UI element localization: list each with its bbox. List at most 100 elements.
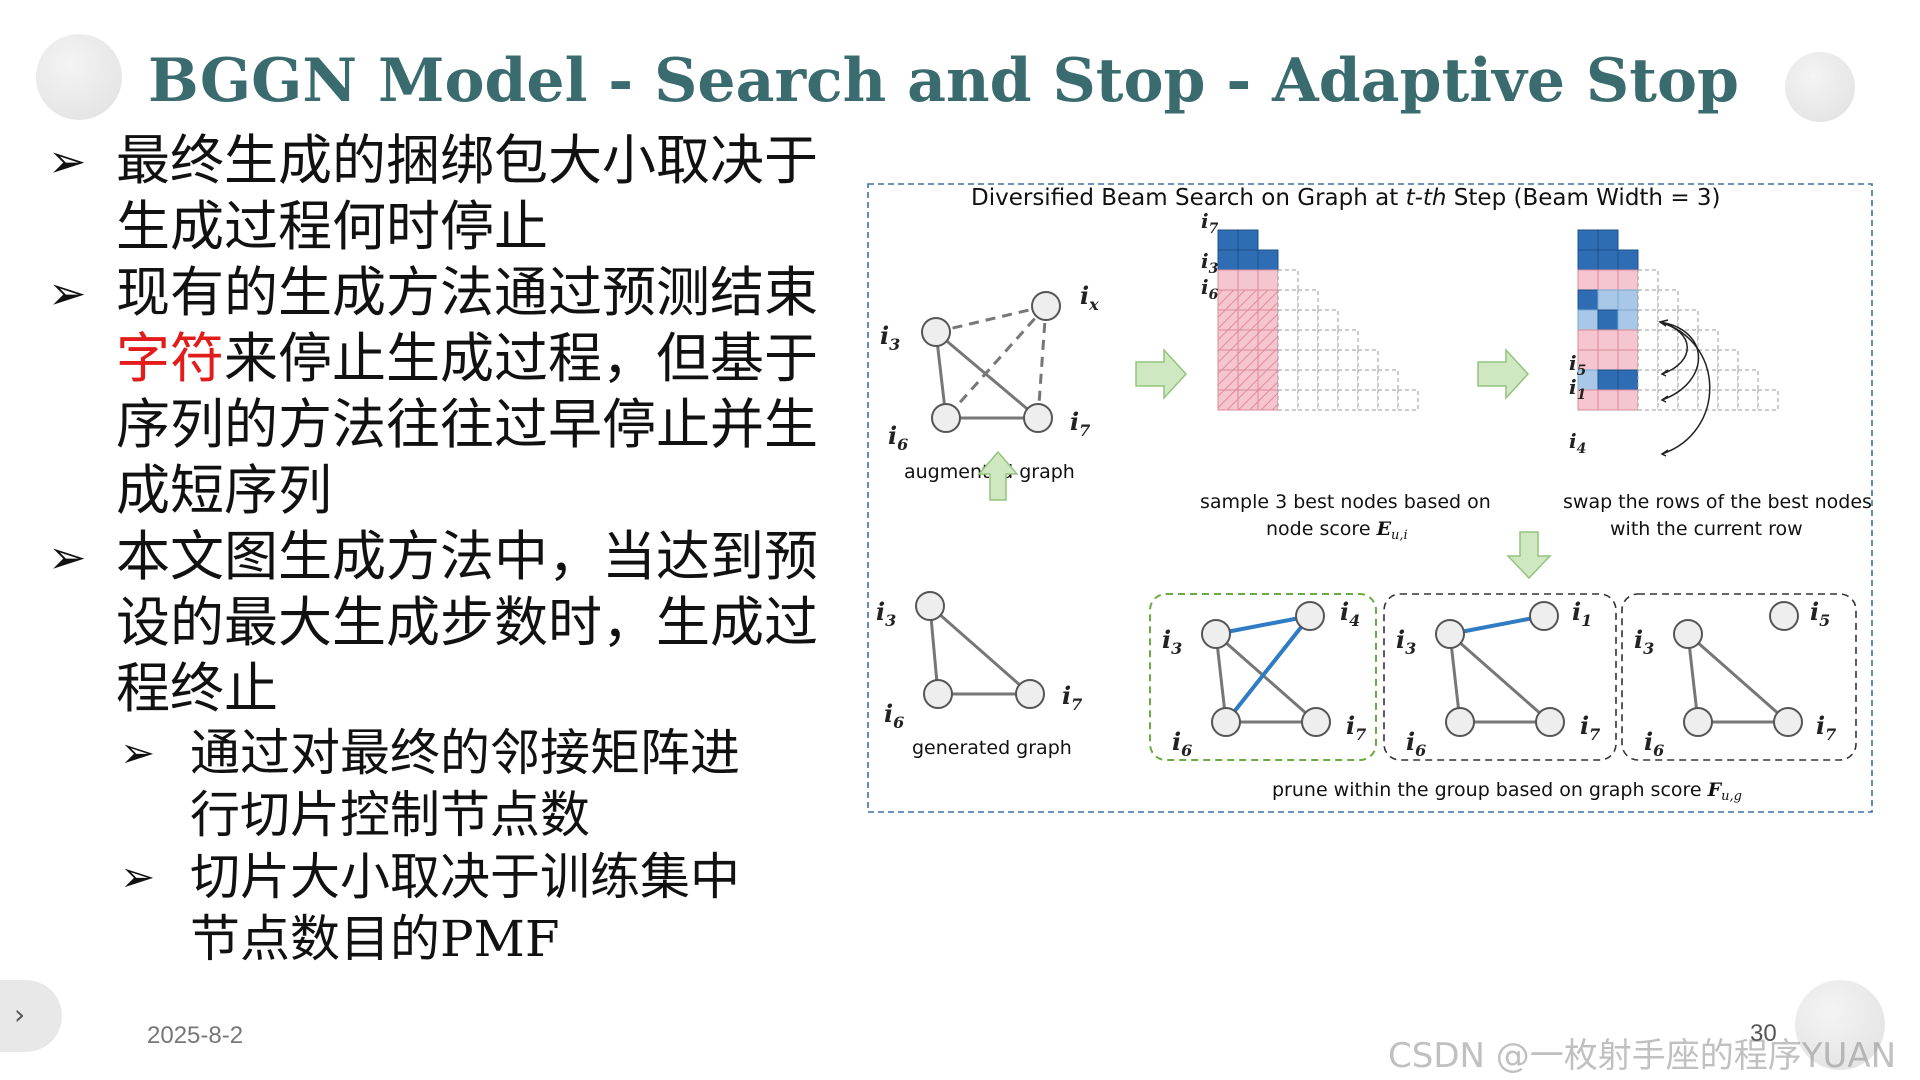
- matrix-cell: [1737, 369, 1759, 391]
- node-label: i3: [1634, 625, 1654, 658]
- matrix-cell: [1297, 369, 1319, 391]
- next-slide-button[interactable]: ›: [0, 980, 62, 1052]
- matrix-cell: [1637, 309, 1659, 331]
- node-label: ix: [1080, 281, 1099, 314]
- sub-bullet-text: 通过对最终的邻接矩阵进: [190, 724, 740, 782]
- bullet-arrow-icon: ➢: [48, 266, 87, 320]
- bullet-arrow-icon: ➢: [120, 852, 156, 901]
- node-label: i6: [888, 421, 908, 454]
- matrix-cell: [1717, 369, 1739, 391]
- decorative-circle: [1795, 980, 1885, 1070]
- matrix-cell: [1597, 309, 1619, 331]
- swap-arrows: [1658, 319, 1711, 457]
- footer-date: 2025-8-2: [147, 1022, 244, 1049]
- figure-frame: [867, 183, 1873, 813]
- matrix-cell: [1337, 329, 1359, 351]
- matrix-cell: [1577, 289, 1599, 311]
- matrix-cell: [1617, 329, 1639, 351]
- matrix-cell: [1677, 309, 1699, 331]
- matrix-cell: [1277, 309, 1299, 331]
- node-label: i3: [876, 597, 896, 630]
- node-label: i6: [884, 699, 904, 732]
- matrix-cell: [1657, 329, 1679, 351]
- figure-header: Diversified Beam Search on Graph at t-th…: [971, 185, 1721, 211]
- matrix-cell: [1337, 389, 1359, 411]
- matrix-cell: [1257, 309, 1279, 331]
- matrix-cell: [1217, 269, 1239, 291]
- bullet-text: 本文图生成方法中，当达到预: [116, 525, 818, 588]
- row-label: i6: [1201, 275, 1219, 303]
- matrix-cell: [1617, 289, 1639, 311]
- adjacency-matrix-sampled: [1217, 229, 1419, 411]
- matrix-cell: [1317, 329, 1339, 351]
- matrix-cell: [1257, 349, 1279, 371]
- matrix-cell: [1277, 269, 1299, 291]
- row-label: i3: [1201, 249, 1219, 277]
- matrix-cell: [1577, 249, 1599, 271]
- matrix-cell: [1617, 349, 1639, 371]
- matrix-cell: [1597, 389, 1619, 411]
- matrix-cell: [1737, 389, 1759, 411]
- matrix-cell: [1597, 369, 1619, 391]
- node-label: i7: [1070, 407, 1090, 440]
- matrix-cell: [1597, 269, 1619, 291]
- matrix-cell: [1237, 269, 1259, 291]
- bullet-item: ➢ 现有的生成方法通过预测结束 字符来停止生成过程，但基于 序列的方法往往过早停…: [40, 260, 860, 524]
- matrix-cell: [1297, 289, 1319, 311]
- matrix-cell: [1717, 389, 1739, 411]
- node-label: i3: [880, 321, 900, 354]
- generated-graph-label: generated graph: [912, 737, 1072, 759]
- matrix-cell: [1397, 389, 1419, 411]
- beam-search-figure: Diversified Beam Search on Graph at t-th…: [867, 183, 1873, 813]
- matrix-cell: [1257, 329, 1279, 351]
- row-label: i7: [1201, 209, 1219, 237]
- matrix-cell: [1277, 349, 1299, 371]
- bullet-text: 现有的生成方法通过预测结束: [116, 261, 818, 324]
- matrix-cell: [1637, 369, 1659, 391]
- matrix-cell: [1597, 229, 1619, 251]
- bullet-arrow-icon: ➢: [48, 530, 87, 584]
- matrix-cell: [1257, 369, 1279, 391]
- node-label: i3: [1162, 625, 1182, 658]
- matrix-cell: [1237, 289, 1259, 311]
- highlight-text: 字符: [116, 327, 224, 390]
- up-arrow-icon: [977, 450, 1019, 501]
- bullet-text: 字符来停止生成过程，但基于: [116, 326, 860, 392]
- matrix-cell: [1637, 329, 1659, 351]
- node-label: i7: [1062, 681, 1082, 714]
- matrix-cell: [1337, 349, 1359, 371]
- matrix-cell: [1597, 289, 1619, 311]
- node-label: i7: [1580, 711, 1600, 744]
- matrix-cell: [1637, 289, 1659, 311]
- matrix-cell: [1697, 329, 1719, 351]
- down-arrow-icon: [1506, 531, 1552, 580]
- sub-bullet-text: 行切片控制节点数: [190, 786, 590, 844]
- bullet-arrow-icon: ➢: [120, 728, 156, 777]
- candidate-graph-2: i3 i1 i6 i7: [1396, 597, 1600, 760]
- matrix-cell: [1237, 329, 1259, 351]
- matrix-cell: [1217, 349, 1239, 371]
- matrix-cell: [1617, 249, 1639, 271]
- sub-bullet-text: 节点数目的PMF: [190, 908, 860, 970]
- matrix-cell: [1217, 309, 1239, 331]
- matrix-cell: [1297, 349, 1319, 371]
- matrix-cell: [1577, 329, 1599, 351]
- node-label: i6: [1644, 727, 1664, 760]
- bullet-arrow-icon: ➢: [48, 134, 87, 188]
- matrix-cell: [1577, 309, 1599, 331]
- matrix-cell: [1637, 349, 1659, 371]
- node-label: i6: [1406, 727, 1426, 760]
- decorative-circle: [1785, 52, 1855, 122]
- matrix-cell: [1217, 289, 1239, 311]
- matrix-cell: [1597, 249, 1619, 271]
- bullet-item: ➢ 本文图生成方法中，当达到预 设的最大生成步数时，生成过 程终止: [40, 524, 860, 722]
- matrix-cell: [1297, 329, 1319, 351]
- node-label: i6: [1172, 727, 1192, 760]
- prune-caption: prune within the group based on graph sc…: [1272, 779, 1742, 804]
- matrix-cell: [1217, 369, 1239, 391]
- matrix-cell: [1237, 349, 1259, 371]
- candidate-graph-1: i3 i4 i6 i7: [1162, 597, 1366, 760]
- matrix-cell: [1577, 229, 1599, 251]
- matrix-cell: [1637, 269, 1659, 291]
